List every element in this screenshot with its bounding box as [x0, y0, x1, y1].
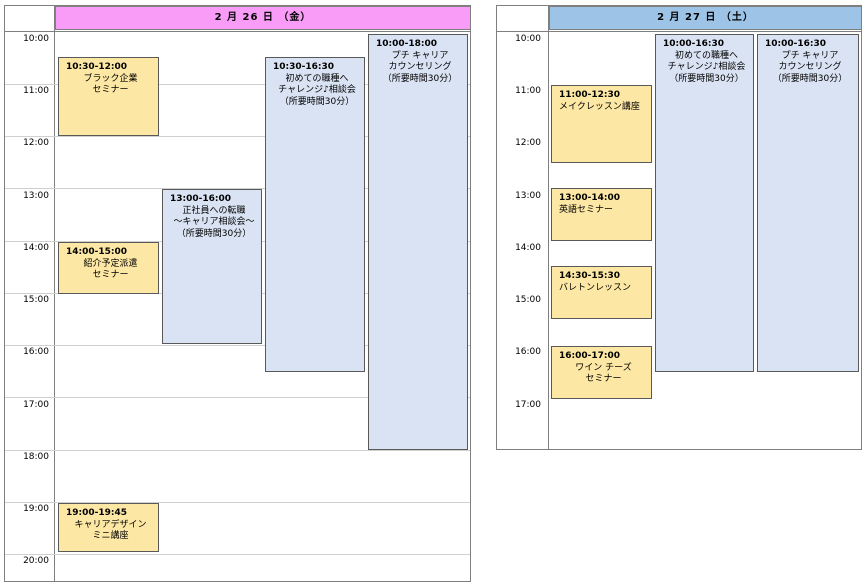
event-title: ワイン チーズ セミナー — [575, 362, 632, 385]
event-time: 14:00-15:00 — [66, 247, 128, 257]
time-label: 10:00 — [23, 34, 49, 44]
time-label: 19:00 — [23, 504, 49, 514]
schedule-friday: 10:00 11:00 12:00 13:00 14:00 15:00 16:0… — [4, 5, 471, 582]
event-block[interactable]: 16:00-17:00 ワイン チーズ セミナー — [551, 346, 652, 399]
time-label: 13:00 — [23, 191, 49, 201]
event-block[interactable]: 13:00-16:00 正社員への転職 ～キャリア相談会～ （所要時間30分） — [162, 189, 262, 344]
event-time: 10:30-16:30 — [273, 62, 335, 72]
event-block[interactable]: 10:30-12:00 ブラック企業 セミナー — [58, 57, 159, 136]
time-label: 13:00 — [515, 191, 541, 201]
hour-gridline — [5, 84, 470, 85]
event-title: プチ キャリア カウンセリング （所要時間30分） — [772, 50, 848, 84]
time-label: 18:00 — [23, 452, 49, 462]
event-block[interactable]: 11:00-12:30 メイクレッスン講座 — [551, 85, 652, 163]
event-title: 初めての職種へ チャレンジ♪相談会 （所要時間30分） — [667, 50, 746, 84]
event-title: メイクレッスン講座 — [559, 101, 640, 112]
event-title: 正社員への転職 ～キャリア相談会～ （所要時間30分） — [173, 205, 255, 239]
event-title: キャリアデザイン ミニ講座 — [74, 519, 147, 542]
event-block[interactable]: 10:00-16:30 プチ キャリア カウンセリング （所要時間30分） — [757, 34, 859, 372]
event-title: プチ キャリア カウンセリング （所要時間30分） — [382, 50, 458, 84]
event-block[interactable]: 10:30-16:30 初めての職種へ チャレンジ♪相談会 （所要時間30分） — [265, 57, 365, 372]
time-label: 10:00 — [515, 34, 541, 44]
hour-gridline — [5, 345, 470, 346]
event-title: 紹介予定派遣 セミナー — [83, 258, 138, 281]
event-title: 初めての職種へ チャレンジ♪相談会 （所要時間30分） — [278, 73, 356, 107]
hour-gridline — [5, 450, 470, 451]
time-label: 12:00 — [23, 138, 49, 148]
time-label: 16:00 — [515, 347, 541, 357]
time-label: 20:00 — [23, 556, 49, 566]
time-label: 17:00 — [23, 400, 49, 410]
time-label: 11:00 — [23, 86, 49, 96]
event-title: バレトンレッスン — [559, 282, 632, 293]
time-label: 14:00 — [515, 243, 541, 253]
hour-gridline — [5, 188, 470, 189]
event-block[interactable]: 19:00-19:45 キャリアデザイン ミニ講座 — [58, 503, 159, 552]
time-label: 15:00 — [515, 295, 541, 305]
event-time: 19:00-19:45 — [66, 508, 128, 518]
event-title: 英語セミナー — [559, 204, 614, 215]
time-column-saturday: 10:00 11:00 12:00 13:00 14:00 15:00 16:0… — [497, 6, 549, 449]
hour-gridline — [5, 397, 470, 398]
event-time: 13:00-16:00 — [170, 194, 232, 204]
hour-gridline — [5, 31, 470, 32]
hour-gridline — [5, 136, 470, 137]
event-block[interactable]: 10:00-18:00 プチ キャリア カウンセリング （所要時間30分） — [368, 34, 468, 450]
hour-gridline — [5, 554, 470, 555]
event-time: 13:00-14:00 — [559, 193, 621, 203]
day-header-friday: 2 月 26 日 （金） — [55, 6, 471, 30]
event-time: 16:00-17:00 — [559, 351, 621, 361]
event-time: 10:00-18:00 — [376, 39, 438, 49]
day-header-saturday: 2 月 27 日 （土） — [549, 6, 862, 30]
schedule-saturday: 10:00 11:00 12:00 13:00 14:00 15:00 16:0… — [496, 5, 862, 450]
hour-gridline — [5, 502, 470, 503]
event-block[interactable]: 14:00-15:00 紹介予定派遣 セミナー — [58, 242, 159, 294]
event-time: 10:00-16:30 — [663, 39, 725, 49]
hour-gridline — [497, 31, 861, 32]
time-label: 15:00 — [23, 295, 49, 305]
event-time: 14:30-15:30 — [559, 271, 621, 281]
event-time: 11:00-12:30 — [559, 90, 621, 100]
time-label: 11:00 — [515, 86, 541, 96]
event-block[interactable]: 10:00-16:30 初めての職種へ チャレンジ♪相談会 （所要時間30分） — [655, 34, 754, 372]
event-block[interactable]: 13:00-14:00 英語セミナー — [551, 188, 652, 241]
event-block[interactable]: 14:30-15:30 バレトンレッスン — [551, 266, 652, 319]
event-time: 10:00-16:30 — [765, 39, 827, 49]
event-time: 10:30-12:00 — [66, 62, 128, 72]
time-label: 16:00 — [23, 347, 49, 357]
time-label: 17:00 — [515, 400, 541, 410]
time-label: 12:00 — [515, 138, 541, 148]
event-title: ブラック企業 セミナー — [83, 73, 138, 96]
time-label: 14:00 — [23, 243, 49, 253]
